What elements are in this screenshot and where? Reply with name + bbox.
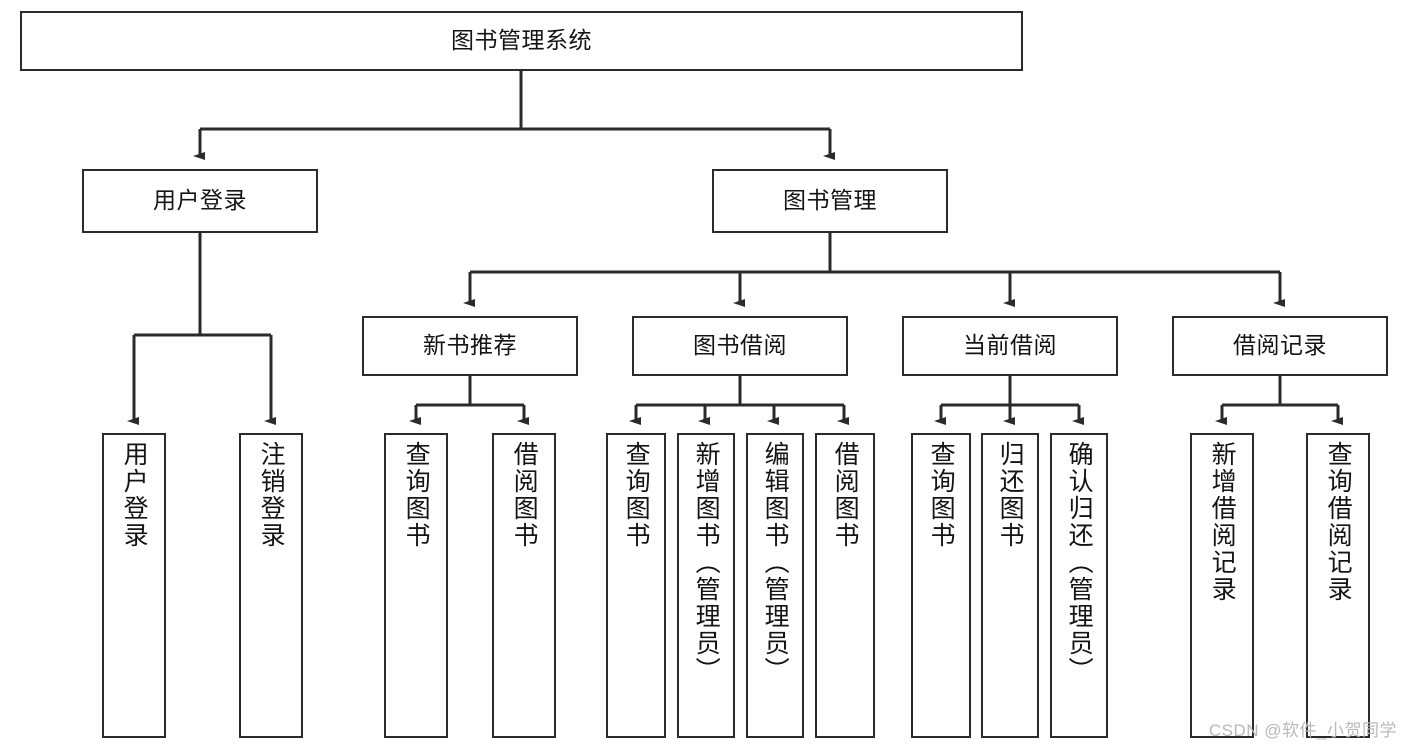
- node-label: 用户登录: [153, 187, 247, 214]
- node-label: 查询图书: [927, 441, 956, 549]
- leaf-current-borrow-return-book[interactable]: 归还图书: [981, 433, 1039, 738]
- node-label: 归还图书: [996, 441, 1025, 549]
- leaf-current-borrow-confirm-return-admin[interactable]: 确认归还（管理员）: [1050, 433, 1108, 738]
- node-label: 借阅记录: [1233, 332, 1327, 359]
- node-root-book-management-system[interactable]: 图书管理系统: [20, 11, 1023, 71]
- node-label: 查询图书: [622, 441, 651, 549]
- node-borrow-record[interactable]: 借阅记录: [1172, 316, 1388, 376]
- leaf-book-borrow-edit-book-admin[interactable]: 编辑图书（管理员）: [746, 433, 804, 738]
- leaf-borrow-record-query-record[interactable]: 查询借阅记录: [1306, 433, 1370, 738]
- leaf-new-book-borrow-book[interactable]: 借阅图书: [492, 433, 556, 738]
- node-label: 图书借阅: [693, 332, 787, 359]
- leaf-book-borrow-add-book-admin[interactable]: 新增图书（管理员）: [677, 433, 735, 738]
- leaf-book-borrow-borrow-book[interactable]: 借阅图书: [815, 433, 875, 738]
- node-label: 用户登录: [120, 441, 149, 549]
- leaf-book-borrow-query-book[interactable]: 查询图书: [606, 433, 666, 738]
- node-book-management[interactable]: 图书管理: [712, 169, 948, 233]
- leaf-user-login-login[interactable]: 用户登录: [102, 433, 166, 738]
- node-label: 编辑图书（管理员）: [761, 441, 790, 684]
- leaf-new-book-query-book[interactable]: 查询图书: [384, 433, 448, 738]
- node-label: 新书推荐: [423, 332, 517, 359]
- node-new-book-recommend[interactable]: 新书推荐: [362, 316, 578, 376]
- node-book-borrow[interactable]: 图书借阅: [632, 316, 848, 376]
- node-label: 查询借阅记录: [1324, 441, 1353, 603]
- node-label: 图书管理系统: [451, 27, 592, 54]
- node-label: 图书管理: [783, 187, 877, 214]
- node-label: 查询图书: [402, 441, 431, 549]
- node-label: 确认归还（管理员）: [1065, 441, 1094, 684]
- node-label: 注销登录: [257, 441, 286, 549]
- leaf-borrow-record-add-record[interactable]: 新增借阅记录: [1190, 433, 1254, 738]
- watermark-text: CSDN @软件_小贺同学: [1208, 721, 1397, 740]
- node-label: 当前借阅: [963, 332, 1057, 359]
- node-label: 新增图书（管理员）: [692, 441, 721, 684]
- node-current-borrow[interactable]: 当前借阅: [902, 316, 1118, 376]
- node-label: 借阅图书: [510, 441, 539, 549]
- node-label: 借阅图书: [831, 441, 860, 549]
- node-user-login[interactable]: 用户登录: [82, 169, 318, 233]
- leaf-user-login-logout[interactable]: 注销登录: [239, 433, 303, 738]
- leaf-current-borrow-query-book[interactable]: 查询图书: [911, 433, 971, 738]
- node-label: 新增借阅记录: [1208, 441, 1237, 603]
